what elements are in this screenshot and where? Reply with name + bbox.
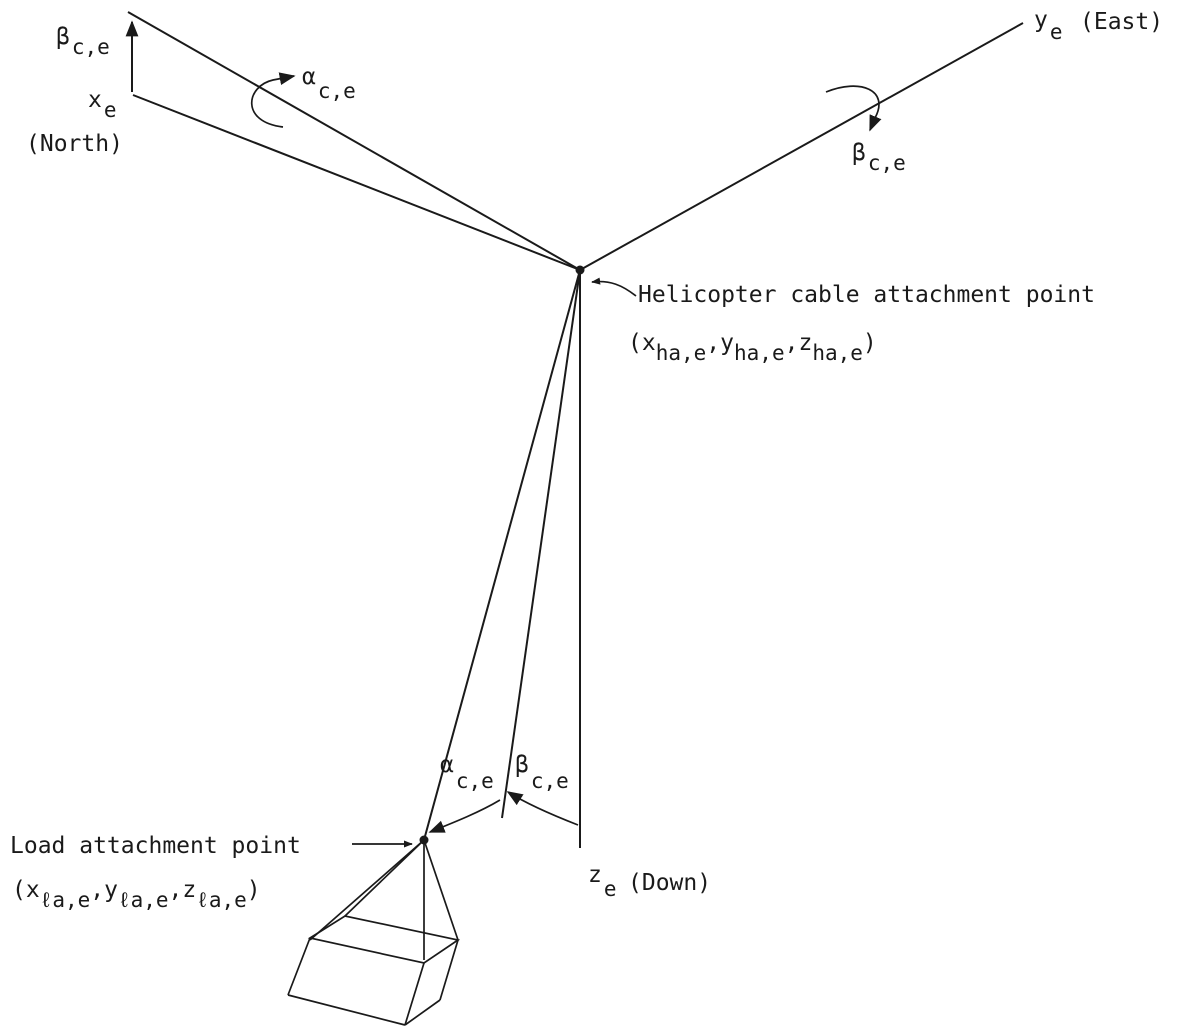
load-attachment-coordinates: (xℓa,e,yℓa,e,zℓa,e) xyxy=(12,877,261,912)
cable-line xyxy=(423,269,581,841)
north-label: (North) xyxy=(26,131,123,157)
cable-projection-line xyxy=(501,269,581,819)
east-label: (East) xyxy=(1080,9,1163,35)
helicopter-attachment-coordinates: (xha,e,yha,e,zha,e) xyxy=(628,330,877,365)
alpha-angle-arrow xyxy=(428,799,501,833)
beta-label-top-left: βc,e xyxy=(56,24,110,59)
beta-label-right: βc,e xyxy=(852,140,906,175)
y-axis-line xyxy=(579,22,1024,271)
x-axis-line xyxy=(132,94,581,271)
load-box xyxy=(287,839,461,1026)
beta-label-bottom: βc,e xyxy=(515,752,569,793)
load-attachment-label: Load attachment point xyxy=(10,833,301,859)
helicopter-attachment-point xyxy=(575,265,585,275)
beta-angle-arrow xyxy=(506,791,579,826)
beta-rotation-arrow xyxy=(825,85,882,132)
alpha-label-top: αc,e xyxy=(302,64,356,103)
y-axis-label: ye xyxy=(1034,7,1063,44)
down-label: (Down) xyxy=(628,870,711,896)
alpha-rotation-arrow xyxy=(250,72,296,128)
helicopter-pointer-arrow xyxy=(591,277,637,297)
rotated-x-axis-line xyxy=(127,11,581,271)
z-axis-label: ze xyxy=(588,862,617,901)
helicopter-attachment-label: Helicopter cable attachment point xyxy=(638,282,1095,308)
alpha-label-bottom: αc,e xyxy=(440,752,494,793)
x-axis-label: xe xyxy=(88,87,117,122)
